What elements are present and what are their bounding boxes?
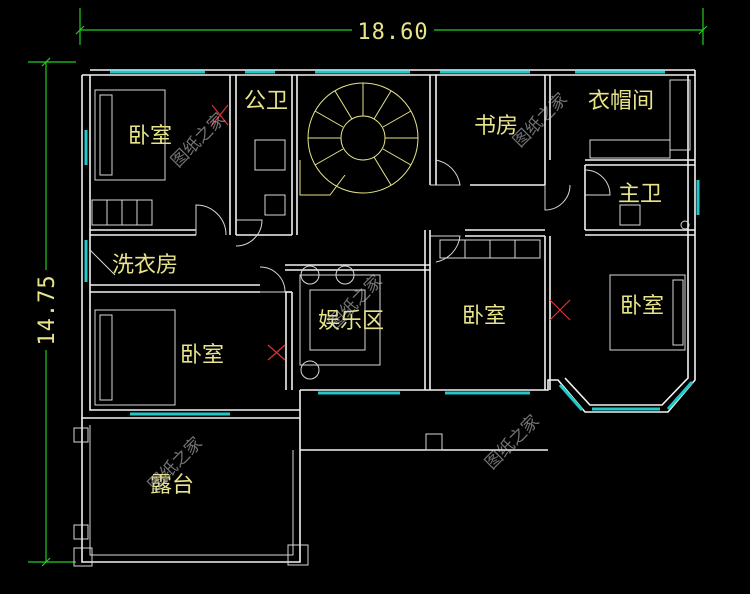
room-label-bedroom-e: 卧室 — [620, 294, 664, 319]
room-label-bedroom-center: 卧室 — [462, 304, 506, 329]
watermark: 图纸之家 — [481, 411, 543, 473]
room-label-study: 书房 — [474, 114, 518, 139]
watermark: 图纸之家 — [167, 109, 229, 171]
room-label-cloakroom: 衣帽间 — [588, 89, 654, 114]
doors — [89, 159, 611, 293]
spiral-staircase — [299, 82, 419, 196]
height-dimension-label: 14.75 — [35, 274, 60, 345]
room-label-terrace: 露台 — [150, 473, 194, 498]
room-label-public-bath: 公卫 — [244, 89, 288, 114]
furniture — [91, 79, 691, 406]
interior-walls — [90, 75, 695, 390]
terrace-outline — [73, 418, 443, 567]
width-dimension-label: 18.60 — [357, 20, 428, 45]
room-label-laundry: 洗衣房 — [112, 253, 178, 278]
room-label-bedroom-sw: 卧室 — [180, 343, 224, 368]
room-label-master-bath: 主卫 — [618, 182, 662, 207]
room-label-entertainment: 娱乐区 — [318, 309, 384, 334]
watermark: 图纸之家 — [509, 89, 571, 151]
room-label-bedroom-nw: 卧室 — [128, 124, 172, 149]
windows — [84, 70, 700, 416]
